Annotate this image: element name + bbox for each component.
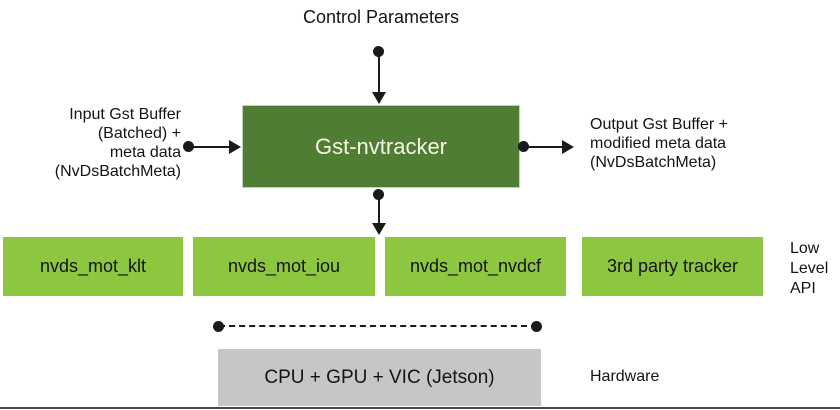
output-connector-dot — [518, 141, 529, 152]
arrow-down-icon — [372, 92, 386, 104]
tracker-to-lowlevel-arrow-line — [378, 195, 380, 224]
hardware-box: CPU + GPU + VIC (Jetson) — [218, 349, 541, 406]
control-parameters-arrow-line — [378, 51, 380, 92]
arrow-right-icon — [229, 140, 241, 154]
control-parameters-label: Control Parameters — [302, 7, 460, 27]
low-level-api-label: Low Level API — [790, 239, 840, 299]
input-buffer-label-line: meta data — [109, 144, 181, 161]
box-nvds-mot-iou: nvds_mot_iou — [193, 237, 375, 296]
tracker-to-lowlevel-dot — [373, 189, 384, 200]
output-buffer-label-line: modified meta data — [590, 135, 727, 152]
bottom-border-line — [0, 407, 840, 409]
box-nvds-mot-nvdcf: nvds_mot_nvdcf — [385, 237, 566, 296]
low-level-api-label-line: Low — [790, 240, 820, 257]
output-arrow-line — [524, 146, 562, 148]
input-buffer-label-line: (Batched) + — [97, 125, 181, 142]
hardware-dashed-connector — [219, 325, 537, 327]
input-connector-dot — [183, 141, 194, 152]
arrow-down-icon — [372, 223, 386, 235]
hardware-box-label: CPU + GPU + VIC (Jetson) — [264, 366, 495, 388]
box-nvds-mot-klt: nvds_mot_klt — [3, 237, 183, 296]
gst-nvtracker-box: Gst-nvtracker — [242, 105, 520, 188]
box-3rd-party-tracker: 3rd party tracker — [582, 237, 763, 296]
output-buffer-label: Output Gst Buffer + modified meta data (… — [590, 115, 790, 172]
output-buffer-label-line: Output Gst Buffer + — [590, 116, 728, 133]
input-buffer-label-line: Input Gst Buffer — [69, 106, 181, 123]
box-nvds-mot-iou-label: nvds_mot_iou — [227, 256, 341, 276]
hardware-connector-dot-left — [213, 321, 224, 332]
box-nvds-mot-klt-label: nvds_mot_klt — [39, 256, 147, 276]
output-buffer-label-line: (NvDsBatchMeta) — [590, 154, 717, 171]
arrow-right-icon — [562, 140, 574, 154]
input-buffer-label: Input Gst Buffer (Batched) + meta data (… — [30, 105, 181, 181]
low-level-api-label-line: Level — [790, 260, 829, 277]
low-level-api-label-line: API — [790, 280, 816, 297]
input-buffer-label-line: (NvDsBatchMeta) — [54, 163, 181, 180]
box-nvds-mot-nvdcf-label: nvds_mot_nvdcf — [409, 256, 542, 276]
gst-nvtracker-box-label: Gst-nvtracker — [314, 133, 448, 159]
box-3rd-party-tracker-label: 3rd party tracker — [606, 256, 739, 276]
hardware-connector-dot-right — [531, 321, 542, 332]
input-arrow-line — [189, 146, 230, 148]
hardware-label: Hardware — [590, 368, 660, 385]
